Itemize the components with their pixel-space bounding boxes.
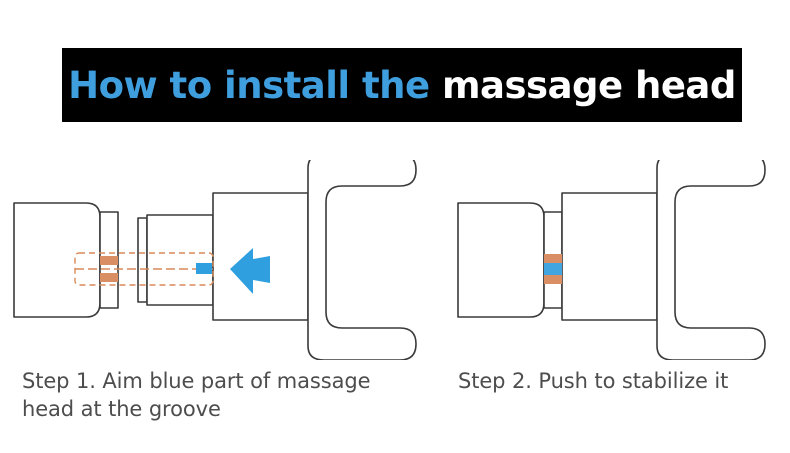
groove-band-lower: [100, 273, 118, 282]
title-part-blue: How to install the: [68, 63, 442, 107]
push-arrow-left-icon: [230, 248, 270, 294]
seated-band-blue: [544, 263, 562, 275]
device-body-outline: [457, 202, 545, 318]
step-2-caption-line-1: Step 2. Push to stabilize it: [458, 369, 729, 393]
c-fork-head-outline: [656, 160, 766, 360]
device-body-outline: [13, 202, 101, 318]
groove-band-upper: [100, 256, 118, 265]
step-2-diagram-panel: [452, 160, 782, 360]
massage-head-stem-outline: [146, 214, 214, 306]
massage-head-barrel-outline: [212, 192, 309, 321]
stem-collar-outline: [137, 217, 148, 303]
seated-band-lower-orange: [544, 275, 562, 284]
step-1-caption-line-1: Step 1. Aim blue part of massage: [22, 369, 371, 393]
c-fork-head-outline: [307, 160, 417, 360]
blue-alignment-tab: [196, 263, 212, 274]
seated-band-upper-orange: [544, 254, 562, 263]
step-2-caption: Step 2. Push to stabilize it: [458, 368, 788, 396]
title-banner: How to install the massage head: [62, 48, 742, 122]
step-1-diagram-panel: [8, 160, 428, 360]
step-1-caption-line-2: head at the groove: [22, 396, 221, 421]
step-1-caption: Step 1. Aim blue part of massage head at…: [22, 368, 442, 423]
massage-head-barrel-outline: [561, 192, 658, 321]
massage-head-installed-diagram: [457, 160, 766, 360]
title-part-white: massage head: [442, 63, 736, 107]
page-title: How to install the massage head: [68, 67, 736, 104]
diagram-panels: [0, 160, 790, 370]
massage-head-alignment-diagram: [13, 160, 417, 360]
